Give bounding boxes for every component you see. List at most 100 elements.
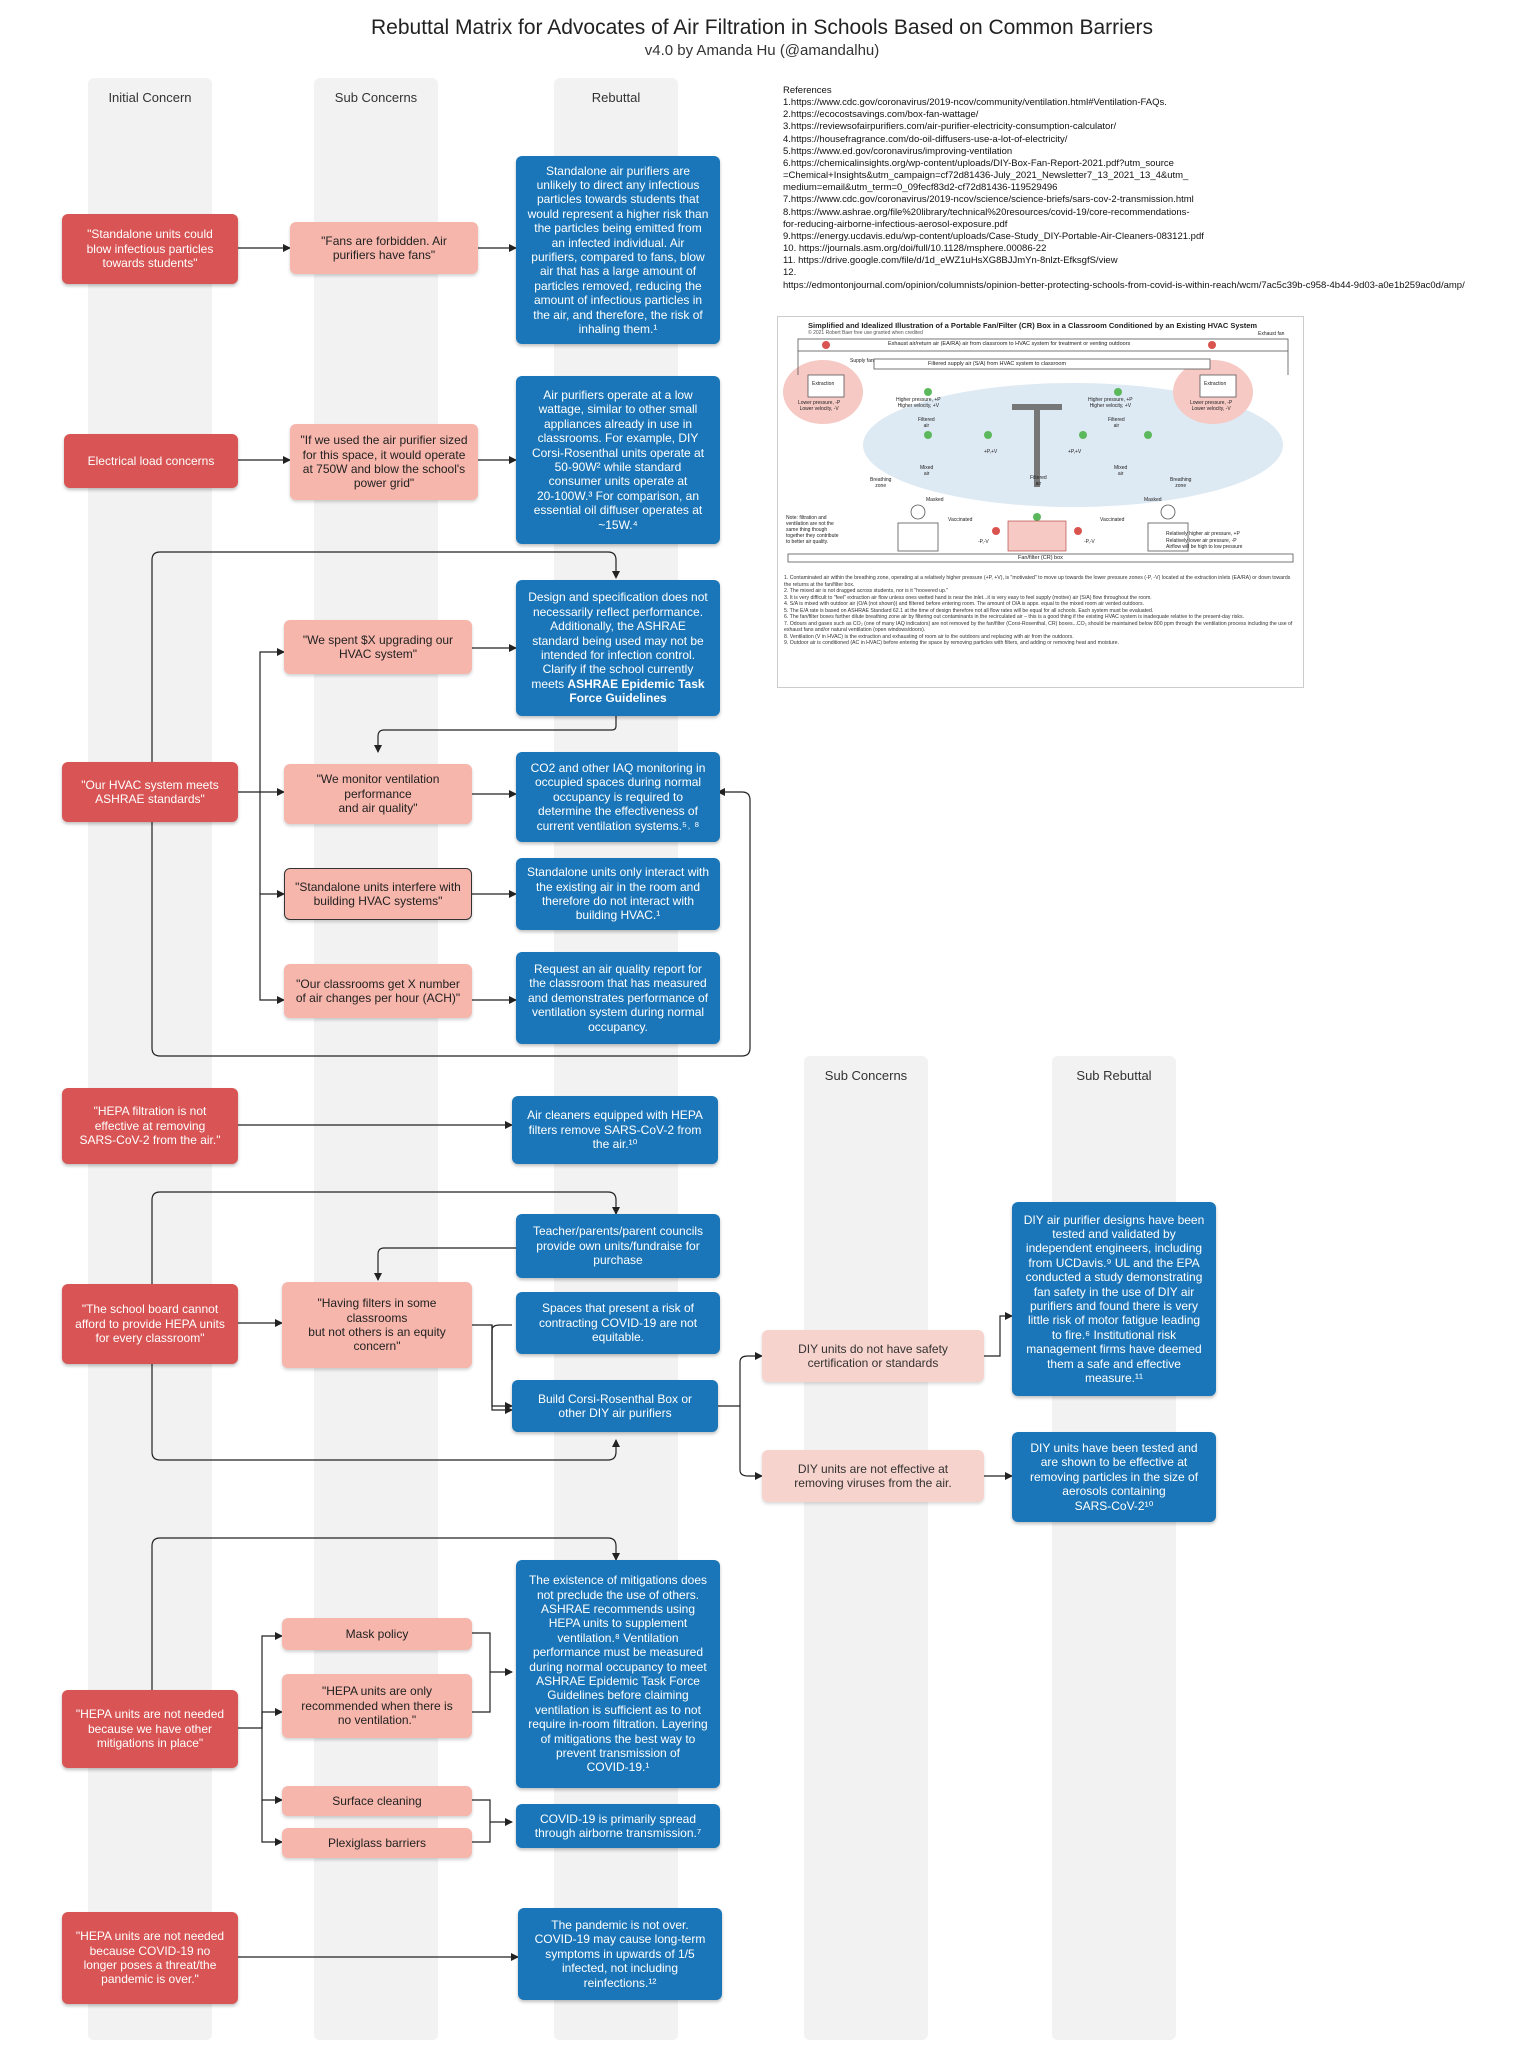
- illustration-note: Note: filtration and ventilation are not…: [786, 515, 839, 545]
- illustration-supply-label: Filtered supply air (S/A) from HVAC syst…: [928, 361, 1067, 367]
- page-subtitle: v4.0 by Amanda Hu (@amandalhu): [644, 42, 880, 59]
- illustration-note-item: 3. It is very difficult to "feel" extrac…: [784, 594, 1152, 601]
- sub-concern-interfere: "Standalone units interfere with buildin…: [284, 868, 472, 920]
- illustration-note-item: 4. S/A is mixed with outdoor air (O/A (n…: [784, 601, 1145, 607]
- illustration-filtered-air: Filtered air: [918, 417, 935, 429]
- reference-item[interactable]: 7.https://www.cdc.gov/coronavirus/2019-n…: [783, 194, 1194, 206]
- illustration-legend-high: Relatively higher air pressure, +P: [1166, 531, 1240, 537]
- sub-concern-power: "If we used the air purifier sized for t…: [290, 424, 478, 500]
- reference-item[interactable]: 1.https://www.cdc.gov/coronavirus/2019-n…: [783, 97, 1167, 109]
- reference-item[interactable]: 3.https://reviewsofairpurifiers.com/air-…: [783, 121, 1117, 133]
- rebuttal-diy: Build Corsi-Rosenthal Box or other DIY a…: [512, 1380, 718, 1432]
- illustration-notes: 1. Contaminated air within the breathing…: [784, 575, 1296, 647]
- initial-concern-fans: "Standalone units could blow infectious …: [62, 214, 238, 284]
- hvac-illustration: Simplified and Idealized Illustration of…: [777, 316, 1304, 688]
- illustration-title: Simplified and Idealized Illustration of…: [808, 321, 1258, 330]
- rebuttal-design-text: Design and specification does not necess…: [528, 590, 707, 705]
- reference-item[interactable]: 5.https://www.ed.gov/coronavirus/improvi…: [783, 145, 1013, 157]
- rebuttal-design-text-main: Design and specification does not necess…: [528, 590, 708, 691]
- illustration-breathing-zone: Breathing zone: [870, 477, 892, 489]
- illustration-filtered-air: Filtered air: [1108, 417, 1125, 429]
- illustration-mv-label: -P,-V: [978, 539, 989, 545]
- illustration-pv-label: +P,+V: [1068, 449, 1082, 455]
- sub-concern-diy-safety: DIY units do not have safety certificati…: [762, 1330, 984, 1382]
- illustration-legend-low: Relatively lower air pressure, -P Airflo…: [1166, 538, 1243, 550]
- rebuttal-report: Request an air quality report for the cl…: [516, 952, 720, 1044]
- sub-rebuttal-diy-effective: DIY units have been tested and are shown…: [1012, 1432, 1216, 1522]
- illustration-note-item: 7. Odours and gases such as CO₂ (one of …: [784, 620, 1293, 634]
- rebuttal-hepa: Air cleaners equipped with HEPA filters …: [512, 1096, 718, 1164]
- rebuttal-mitigations: The existence of mitigations does not pr…: [516, 1560, 720, 1788]
- rebuttal-interact: Standalone units only interact with the …: [516, 858, 720, 930]
- reference-item[interactable]: 2.https://ecocostsavings.com/box-fan-wat…: [783, 109, 979, 121]
- reference-item[interactable]: 11. https://drive.google.com/file/d/1d_e…: [783, 255, 1118, 267]
- lane-title: Sub Concerns: [334, 90, 418, 105]
- illustration-note-item: 2. The mixed air is not dragged across s…: [784, 588, 949, 594]
- illustration-pv-label: +P,+V: [984, 449, 998, 455]
- rebuttal-power: Air purifiers operate at a low wattage, …: [516, 376, 720, 544]
- lane-title: Rebuttal: [591, 90, 641, 105]
- illustration-masked: Masked: [1144, 497, 1162, 503]
- illustration-higher-pressure-right: Higher pressure, +P Higher velocity, +V: [1088, 397, 1133, 409]
- sub-concern-surface-cleaning: Surface cleaning: [282, 1786, 472, 1816]
- illustration-note-item: 6. The fan/filter boxes further dilute b…: [784, 614, 1245, 620]
- reference-item[interactable]: 8.https://www.ashrae.org/file%20library/…: [783, 206, 1190, 218]
- sub-concern-ach: "Our classrooms get X number of air chan…: [284, 964, 472, 1018]
- illustration-masked: Masked: [926, 497, 944, 503]
- illustration-filtered-air: Filtered air: [1030, 475, 1047, 487]
- reference-item[interactable]: https://edmontonjournal.com/opinion/colu…: [783, 279, 1465, 291]
- rebuttal-design: Design and specification does not necess…: [516, 580, 720, 716]
- illustration-copyright: © 2021 Robert Baer free use granted when…: [808, 330, 923, 336]
- lane-title: Sub Rebuttal: [1076, 1068, 1152, 1083]
- initial-concern-hvac: "Our HVAC system meets ASHRAE standards": [62, 762, 238, 822]
- illustration-note-item: 5. The E/A rate is based on ASHRAE Stand…: [784, 607, 1154, 614]
- reference-item[interactable]: 9.https://energy.ucdavis.edu/wp-content/…: [783, 230, 1204, 242]
- illustration-higher-pressure-left: Higher pressure, +P Higher velocity, +V: [896, 397, 941, 409]
- reference-item[interactable]: for-reducing-airborne-infectious-aerosol…: [783, 218, 1008, 230]
- ashrae-guidelines-link[interactable]: ASHRAE Epidemic Task Force Guidelines: [567, 676, 705, 706]
- references: References 1.https://www.cdc.gov/coronav…: [783, 85, 1503, 292]
- initial-concern-afford: "The school board cannot afford to provi…: [62, 1284, 238, 1364]
- illustration-extraction-left: Extraction: [812, 381, 835, 387]
- lane-sub-concerns-2: Sub Concerns: [804, 1056, 928, 2040]
- illustration-drawing: [783, 338, 1294, 563]
- reference-item[interactable]: medium=email&utm_term=0_09fecf83d2-cf72d…: [783, 182, 1058, 194]
- sub-concern-mask-policy: Mask policy: [282, 1618, 472, 1650]
- initial-concern-pandemic-over: "HEPA units are not needed because COVID…: [62, 1912, 238, 2004]
- illustration-vaccinated: Vaccinated: [948, 517, 973, 523]
- sub-concern-no-ventilation: "HEPA units are only recommended when th…: [282, 1674, 472, 1738]
- lane-title: Sub Concerns: [824, 1068, 908, 1083]
- illustration-lower-pressure-left: Lower pressure, -P Lower velocity, -V: [798, 400, 841, 412]
- initial-concern-hepa: "HEPA filtration is not effective at rem…: [62, 1088, 238, 1164]
- rebuttal-co2: CO2 and other IAQ monitoring in occupied…: [516, 752, 720, 842]
- sub-concern-fans: "Fans are forbidden. Air purifiers have …: [290, 222, 478, 274]
- illustration-mixed-air: Mixed air: [920, 465, 934, 477]
- sub-concern-monitor: "We monitor ventilation performance and …: [284, 764, 472, 824]
- rebuttal-fans: Standalone air purifiers are unlikely to…: [516, 156, 720, 344]
- illustration-box-label: Fan/filter (CR) box: [1018, 555, 1063, 561]
- reference-item[interactable]: 6.https://chemicalinsights.org/wp-conten…: [783, 157, 1174, 169]
- initial-concern-electrical: Electrical load concerns: [64, 434, 238, 488]
- reference-item: 12.: [783, 267, 797, 279]
- rebuttal-fundraise: Teacher/parents/parent councils provide …: [516, 1214, 720, 1278]
- reference-item[interactable]: =Chemical+Insights&utm_campaign=cf72d814…: [783, 170, 1189, 182]
- illustration-exhaust-fan-label: Exhaust fan: [1258, 331, 1285, 337]
- illustration-supply-fan-label: Supply fan: [850, 358, 874, 364]
- references-heading: References: [783, 85, 832, 96]
- reference-item[interactable]: 10. https://journals.asm.org/doi/full/10…: [783, 243, 1047, 255]
- sub-concern-plexiglass: Plexiglass barriers: [282, 1828, 472, 1858]
- sub-concern-hvac-spend: "We spent $X upgrading our HVAC system": [284, 620, 472, 674]
- sub-concern-equity: "Having filters in some classrooms but n…: [282, 1282, 472, 1368]
- illustration-extraction-right: Extraction: [1204, 381, 1227, 387]
- illustration-note-item: 8. Ventilation (V in HVAC) is the extrac…: [784, 633, 1074, 640]
- illustration-mixed-air: Mixed air: [1114, 465, 1128, 477]
- sub-rebuttal-diy-tested: DIY air purifier designs have been teste…: [1012, 1202, 1216, 1396]
- rebuttal-equity-risk: Spaces that present a risk of contractin…: [516, 1292, 720, 1354]
- reference-item[interactable]: 4.https://housefragrance.com/do-oil-diff…: [783, 133, 1068, 145]
- sub-concern-diy-effectiveness: DIY units are not effective at removing …: [762, 1450, 984, 1502]
- illustration-note-item: 1. Contaminated air within the breathing…: [784, 575, 1291, 588]
- illustration-mv-label: -P,-V: [1084, 539, 1095, 545]
- illustration-note-item: 9. Outdoor air is conditioned (AC in HVA…: [784, 640, 1119, 646]
- initial-concern-mitigations: "HEPA units are not needed because we ha…: [62, 1690, 238, 1768]
